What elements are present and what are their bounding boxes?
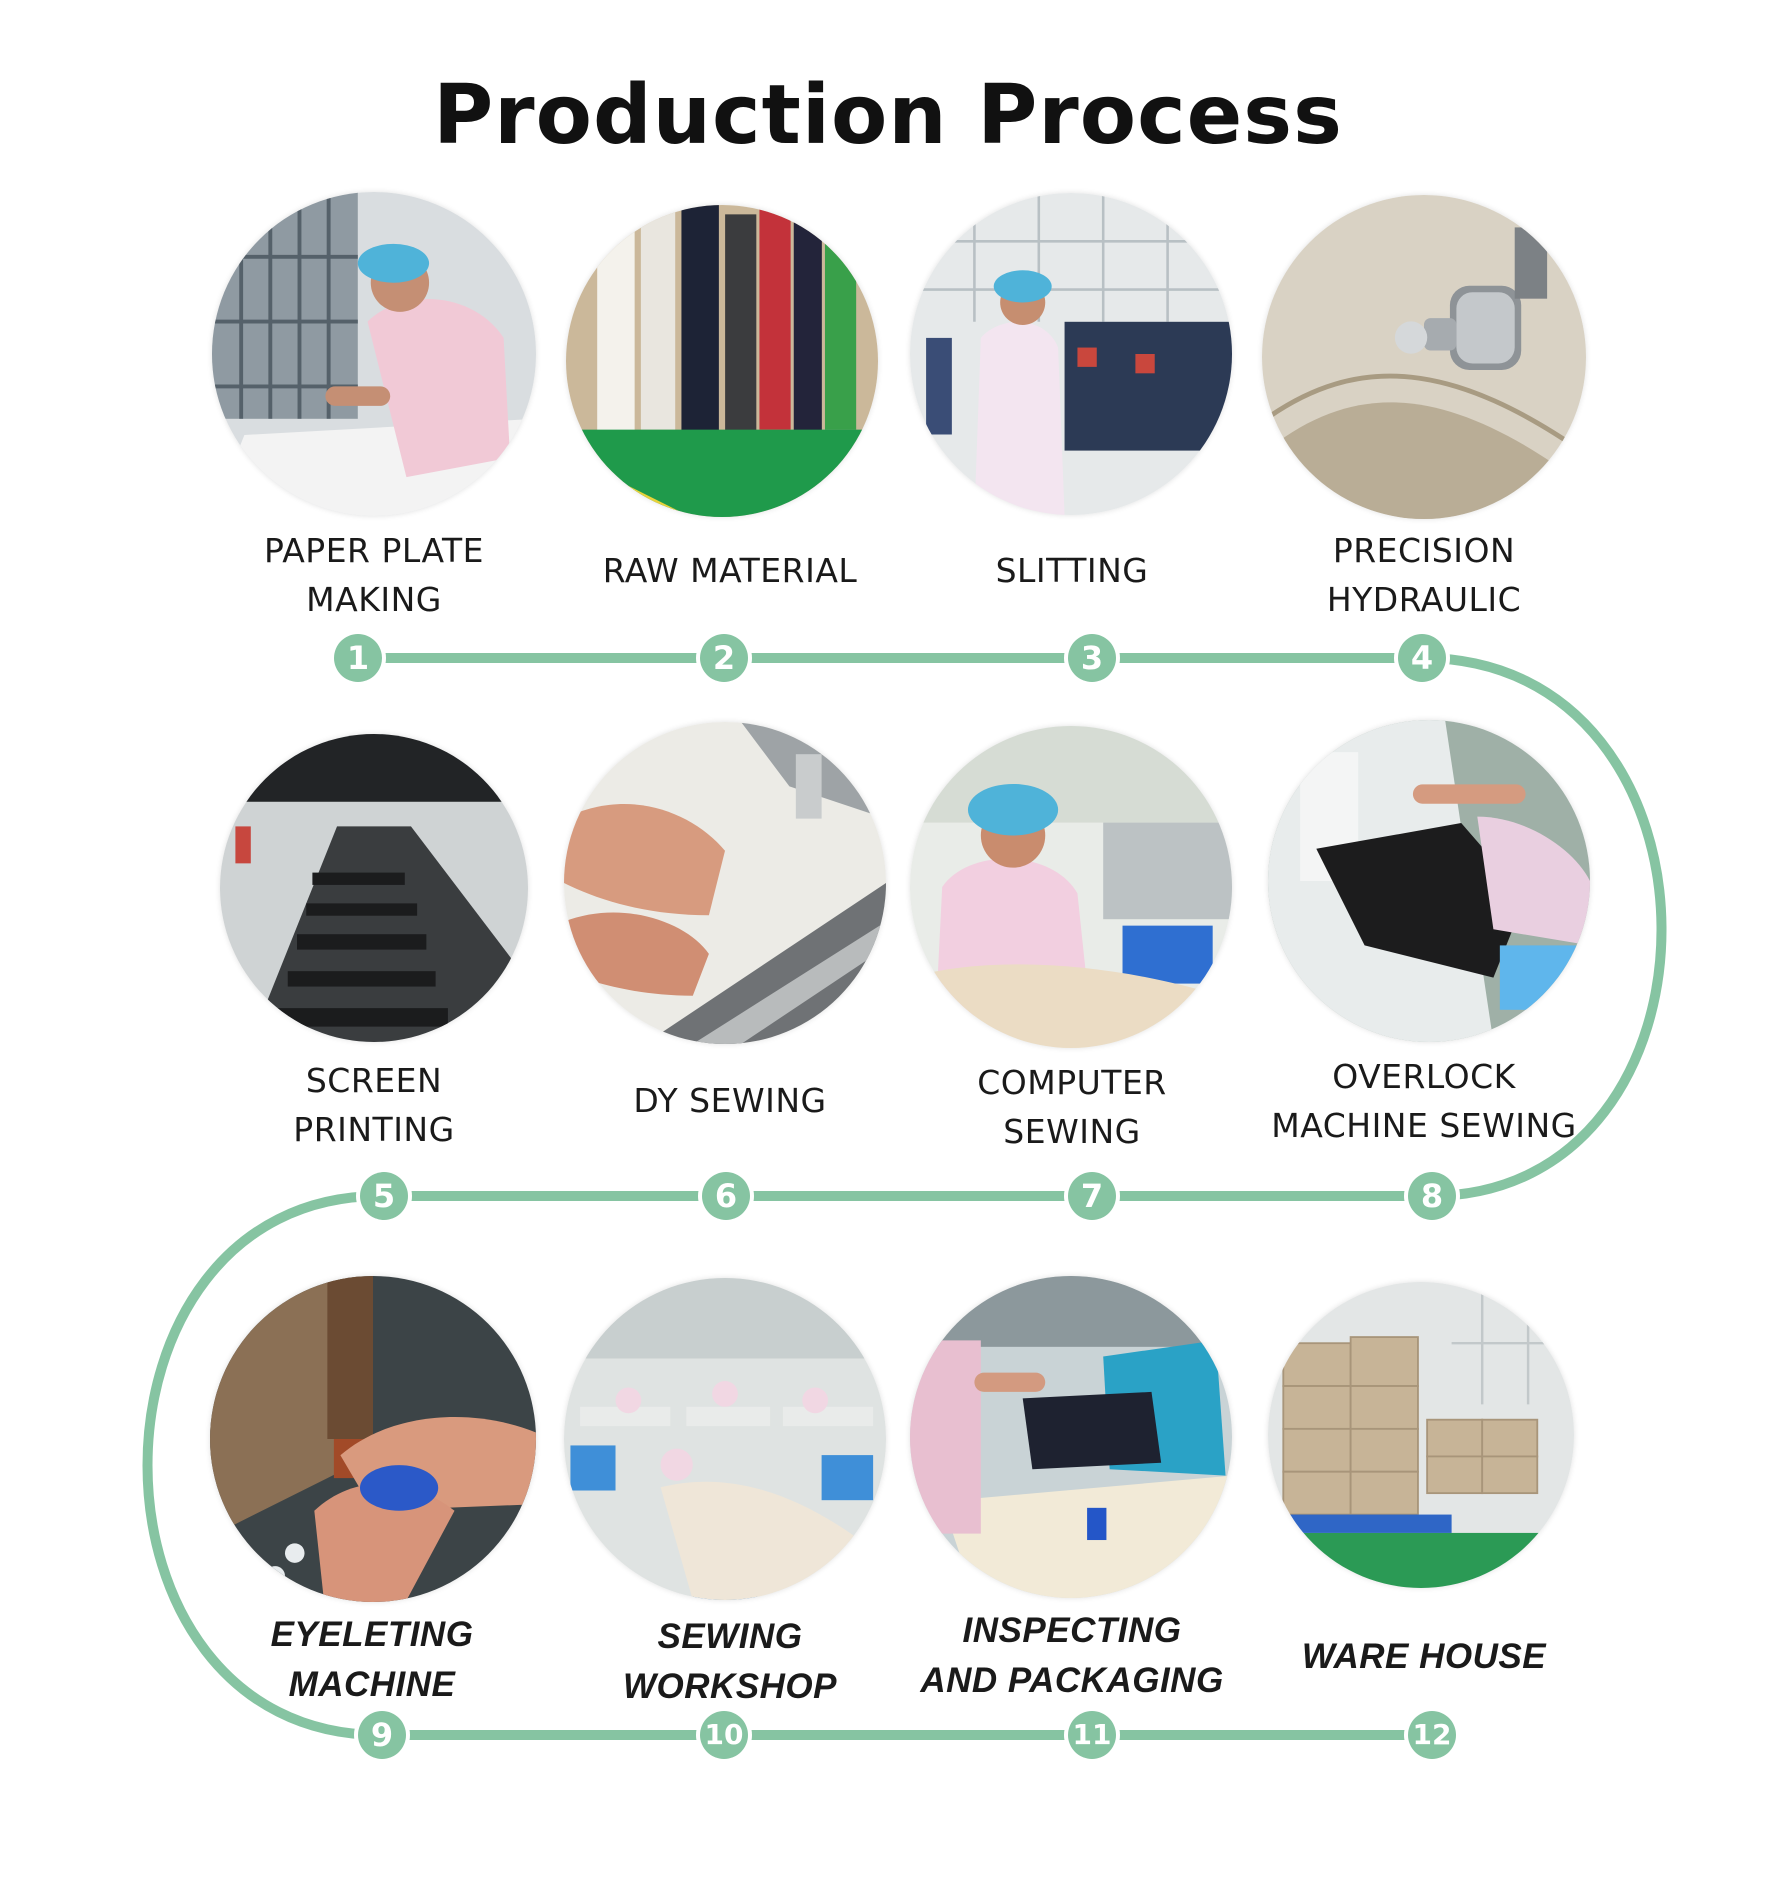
step-6-photo: [564, 722, 886, 1044]
step-node-9: 9: [358, 1711, 406, 1759]
step-2-photo: [566, 205, 878, 517]
step-10-photo: [564, 1278, 886, 1600]
step-3-label: SLITTING: [995, 551, 1149, 590]
step-node-5: 5: [360, 1172, 408, 1220]
step-2-label: RAW MATERIAL: [602, 551, 858, 590]
step-node-2: 2: [700, 634, 748, 682]
step-5-photo: [220, 734, 528, 1042]
step-6-label: DY SEWING: [633, 1081, 827, 1120]
page-title: Production Process: [433, 68, 1343, 163]
step-11-photo: [910, 1276, 1232, 1598]
step-3-photo: [910, 193, 1232, 515]
step-node-6: 6: [702, 1172, 750, 1220]
step-node-12: 12: [1408, 1711, 1456, 1759]
step-node-8: 8: [1408, 1172, 1456, 1220]
step-node-3: 3: [1068, 634, 1116, 682]
step-9-photo: [210, 1276, 536, 1602]
step-12-photo: [1268, 1282, 1574, 1588]
step-node-10: 10: [700, 1711, 748, 1759]
step-node-11: 11: [1068, 1711, 1116, 1759]
step-4-photo: [1262, 195, 1586, 519]
step-node-1: 1: [334, 634, 382, 682]
step-8-photo: [1268, 720, 1590, 1042]
step-node-7: 7: [1068, 1172, 1116, 1220]
step-node-4: 4: [1398, 634, 1446, 682]
step-12-label: WARE HOUSE: [1301, 1637, 1547, 1676]
step-7-photo: [910, 726, 1232, 1048]
step-1-photo: [212, 192, 536, 516]
